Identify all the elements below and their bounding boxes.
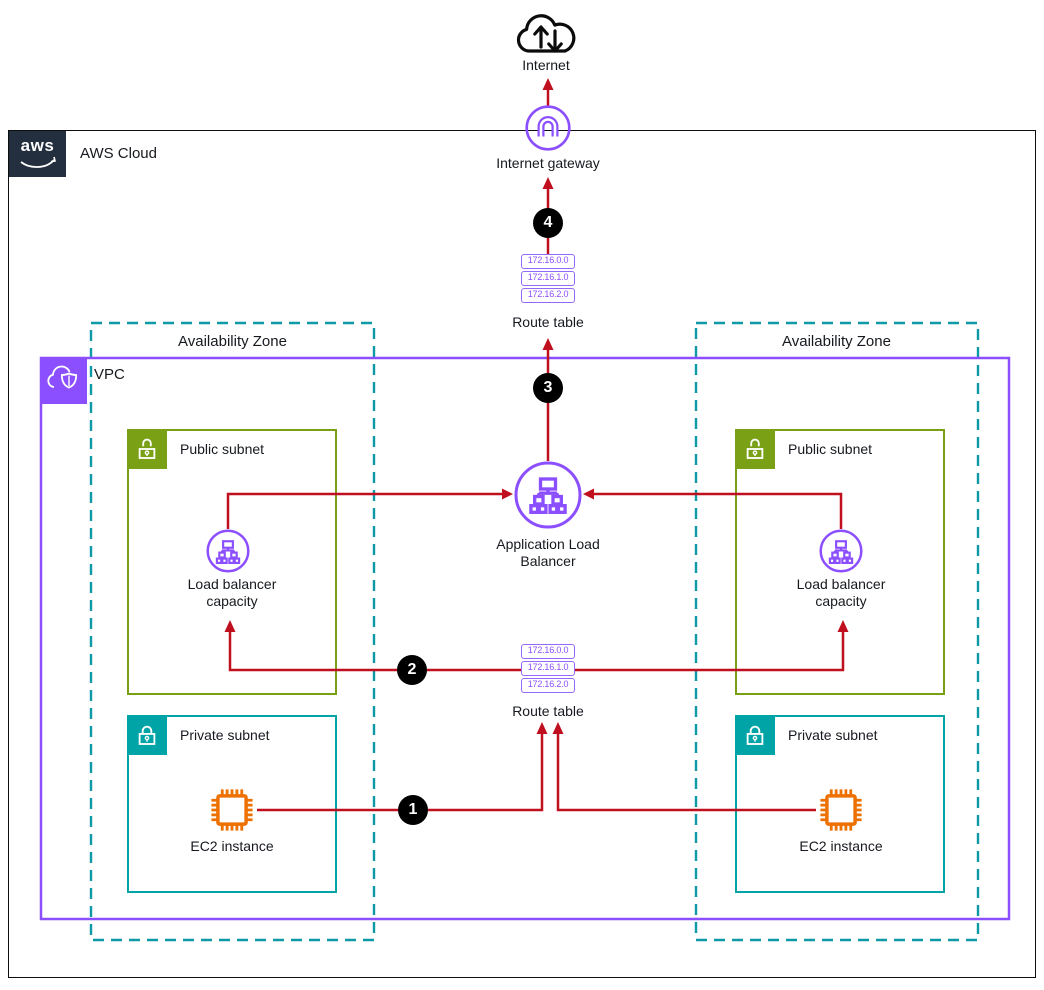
- route-entry: 172.16.1.0: [521, 271, 575, 286]
- aws-logo: aws: [9, 131, 66, 177]
- load-balancer-capacity-icon-left: [206, 529, 250, 573]
- step-badge-1: 1: [398, 795, 428, 825]
- application-load-balancer-label: Application Load Balancer: [496, 536, 600, 569]
- ec2-instance-icon-right: [820, 789, 862, 831]
- route-table-top: 172.16.0.0 172.16.1.0 172.16.2.0: [521, 254, 575, 305]
- load-balancer-capacity-label-left: Load balancer capacity: [187, 576, 277, 609]
- ec2-instance-icon-left: [211, 789, 253, 831]
- route-entry: 172.16.1.0: [521, 661, 575, 676]
- route-entry: 172.16.0.0: [521, 254, 575, 269]
- application-load-balancer-icon: [514, 461, 582, 529]
- route-entry: 172.16.2.0: [521, 678, 575, 693]
- availability-zone-left-label: Availability Zone: [178, 333, 287, 350]
- private-subnet-label-right: Private subnet: [788, 727, 878, 743]
- aws-logo-text: aws: [20, 136, 55, 155]
- aws-cloud-label: AWS Cloud: [80, 145, 157, 162]
- step-badge-4: 4: [533, 208, 563, 238]
- step-badge-3: 3: [533, 373, 563, 403]
- ec2-instance-label-right: EC2 instance: [799, 838, 883, 854]
- route-table-middle: 172.16.0.0 172.16.1.0 172.16.2.0: [521, 644, 575, 695]
- step-badge-2: 2: [397, 655, 427, 685]
- vpc-label: VPC: [94, 366, 125, 383]
- internet-gateway-icon: [525, 105, 571, 151]
- internet-label: Internet: [522, 57, 570, 73]
- public-subnet-icon-left: [127, 429, 167, 469]
- route-entry: 172.16.2.0: [521, 288, 575, 303]
- public-subnet-icon-right: [735, 429, 775, 469]
- route-table-middle-label: Route table: [512, 703, 584, 719]
- ec2-instance-label-left: EC2 instance: [190, 838, 274, 854]
- load-balancer-capacity-label-right: Load balancer capacity: [796, 576, 886, 609]
- private-subnet-icon-right: [735, 715, 775, 755]
- private-subnet-icon-left: [127, 715, 167, 755]
- public-subnet-label-left: Public subnet: [180, 441, 265, 457]
- public-subnet-label-right: Public subnet: [788, 441, 873, 457]
- availability-zone-right-label: Availability Zone: [782, 333, 891, 350]
- private-subnet-label-left: Private subnet: [180, 727, 270, 743]
- route-entry: 172.16.0.0: [521, 644, 575, 659]
- internet-gateway-label: Internet gateway: [496, 155, 600, 171]
- route-table-top-label: Route table: [512, 314, 584, 330]
- internet-icon: [516, 14, 576, 53]
- aws-cloud-box: [8, 130, 1036, 978]
- vpc-icon: [40, 357, 87, 404]
- load-balancer-capacity-icon-right: [819, 529, 863, 573]
